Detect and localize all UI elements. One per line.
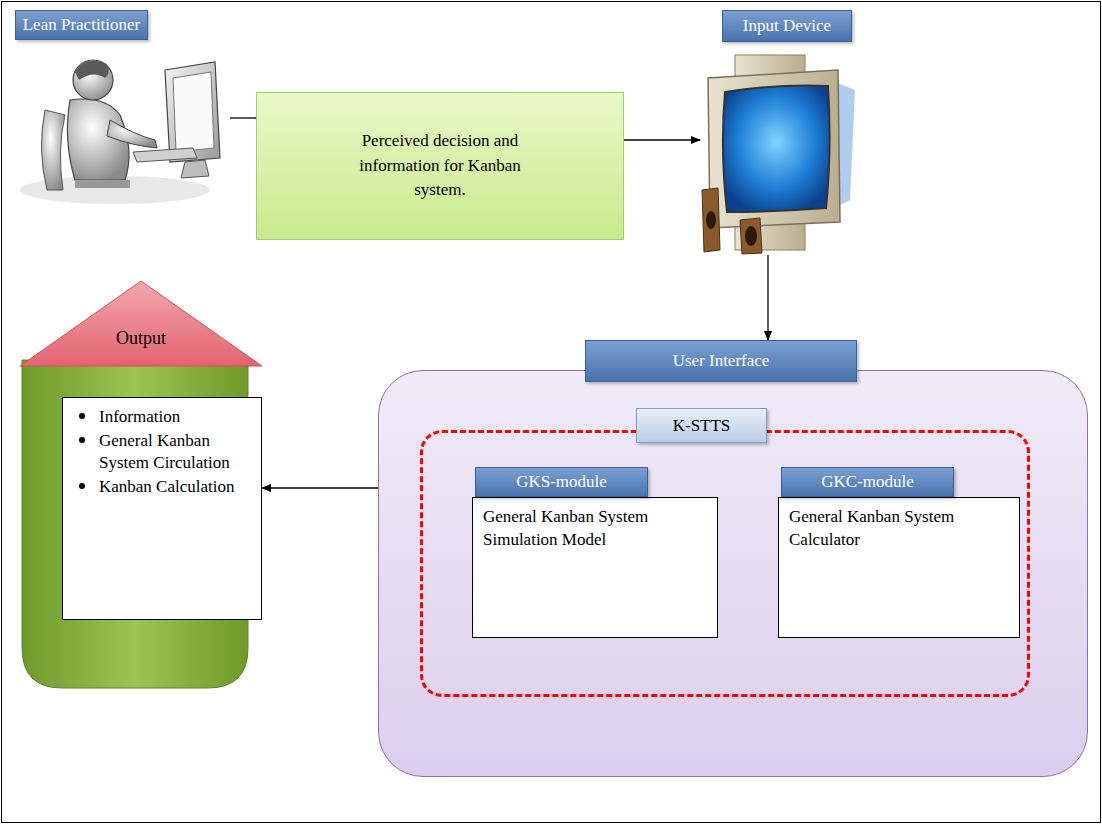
- connector-arrow: [767, 255, 768, 340]
- bullet-dot: [79, 413, 85, 419]
- output-list-box: InformationGeneral Kanban System Circula…: [62, 397, 262, 620]
- connector-arrow: [230, 117, 256, 118]
- computer-illustration: [700, 50, 855, 255]
- info-text: Perceived decision and information for K…: [337, 129, 543, 203]
- module-body: General Kanban System Calculator: [778, 497, 1020, 638]
- title-tab: Input Device: [722, 10, 852, 42]
- bullet-item: General Kanban System Circulation: [73, 430, 255, 474]
- bullet-dot: [79, 437, 85, 443]
- bullet-item: Information: [73, 406, 255, 428]
- title-tab: User Interface: [585, 340, 857, 382]
- connector-arrow: [624, 139, 700, 140]
- device-node: Input Device: [700, 10, 855, 255]
- connector-arrow: [262, 487, 378, 488]
- module-text: General Kanban System Simulation Model: [483, 506, 707, 552]
- output-shape: OutputInformationGeneral Kanban System C…: [20, 280, 262, 690]
- module-tab: GKC-module: [781, 467, 954, 497]
- info-box: Perceived decision and information for K…: [256, 92, 624, 240]
- bullet-dot: [79, 483, 85, 489]
- module-text: General Kanban System Calculator: [789, 506, 1009, 552]
- bullet-text: Kanban Calculation: [99, 476, 255, 498]
- module-box: GKS-moduleGeneral Kanban System Simulati…: [472, 467, 718, 638]
- bullet-text: Information: [99, 406, 255, 428]
- bullet-text: General Kanban System Circulation: [99, 430, 255, 474]
- output-title: Output: [60, 328, 222, 349]
- actor-node: Lean Practitioner: [15, 10, 230, 205]
- practitioner-illustration: [15, 40, 230, 210]
- bullet-item: Kanban Calculation: [73, 476, 255, 498]
- module-body: General Kanban System Simulation Model: [472, 497, 718, 638]
- module-tab: GKS-module: [475, 467, 648, 497]
- interface-panel: User InterfaceK-STTS GKS-moduleGeneral Ka…: [378, 340, 1088, 777]
- module-box: GKC-moduleGeneral Kanban System Calculat…: [778, 467, 1020, 638]
- title-tab: K-STTS: [636, 408, 767, 443]
- title-tab: Lean Practitioner: [15, 10, 148, 40]
- tool-region: K-STTS GKS-moduleGeneral Kanban System Si…: [420, 408, 1030, 697]
